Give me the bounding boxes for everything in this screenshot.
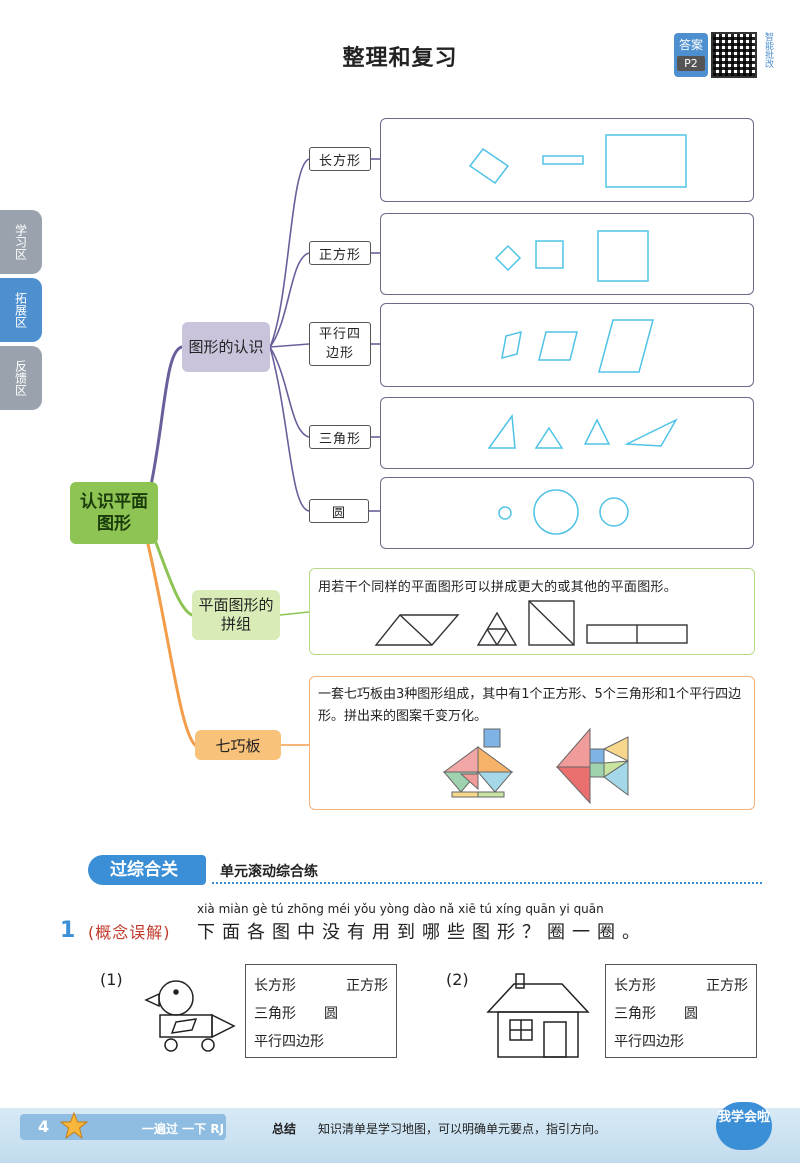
leaf-parallelogram: 平行四边形 (309, 322, 371, 366)
parallelogram-shapes-icon (501, 319, 654, 373)
option-square[interactable]: 正方形 (706, 978, 748, 994)
circle-examples (380, 477, 754, 549)
option-rectangle[interactable]: 长方形 (254, 978, 296, 994)
page-number: 4 (38, 1117, 50, 1136)
option-parallelogram[interactable]: 平行四边形 (614, 1034, 684, 1050)
question-text: 下面各图中没有用到哪些图形？圈一圈。 (197, 922, 647, 943)
answer-page: P2 (677, 56, 705, 71)
tab-study[interactable]: 学习区 (0, 210, 42, 274)
duck-figure-icon (144, 980, 236, 1052)
branch-tangram: 七巧板 (195, 730, 281, 760)
option-triangle[interactable]: 三角形 (254, 1006, 296, 1022)
footer-brand: 一遍过 一下 RJ (142, 1122, 225, 1136)
part-1-options: 长方形 正方形 三角形 圆 平行四边形 (245, 964, 397, 1058)
option-circle[interactable]: 圆 (684, 1006, 698, 1022)
circle-shapes-icon (498, 489, 629, 535)
leaf-circle: 圆 (309, 499, 369, 523)
combine-description: 用若干个同样的平面图形可以拼成更大的或其他的平面图形。 (318, 580, 678, 595)
section-badge: 过综合关 (88, 855, 206, 885)
tangram-patterns-icon (442, 727, 629, 805)
tab-feedback[interactable]: 反馈区 (0, 346, 42, 410)
side-tabs: 学习区 拓展区 反馈区 (0, 210, 42, 410)
question-tag: (概念误解) (88, 923, 171, 942)
page-title: 整理和复习 (342, 46, 458, 71)
square-shapes-icon (494, 230, 649, 282)
section-divider (212, 882, 762, 884)
answer-badge[interactable]: 答案 P2 (674, 33, 708, 77)
option-square[interactable]: 正方形 (346, 978, 388, 994)
question-pinyin: xià miàn gè tú zhōng méi yǒu yòng dào nǎ… (197, 902, 604, 916)
answer-label: 答案 (678, 38, 703, 52)
branch-combine: 平面图形的拼组 (192, 590, 280, 640)
house-figure-icon (486, 973, 590, 1058)
summary-label: 总结 (272, 1122, 297, 1136)
rectangle-shapes-icon (468, 134, 687, 188)
qr-caption: 智能批改 (763, 32, 773, 68)
option-parallelogram[interactable]: 平行四边形 (254, 1034, 324, 1050)
qr-code-icon[interactable] (711, 32, 757, 78)
square-examples (380, 213, 754, 295)
footer-tab (20, 1114, 226, 1140)
parallelogram-examples (380, 303, 754, 387)
part-2-label: (2) (446, 970, 469, 989)
tangram-description: 一套七巧板由3种图形组成，其中有1个正方形、5个三角形和1个平行四边形。拼出来的… (318, 687, 742, 724)
leaf-rectangle: 长方形 (309, 147, 371, 171)
branch-shapes: 图形的认识 (182, 322, 270, 372)
part-1-label: (1) (100, 970, 123, 989)
option-circle[interactable]: 圆 (324, 1006, 338, 1022)
option-rectangle[interactable]: 长方形 (614, 978, 656, 994)
combine-box (309, 568, 755, 655)
triangle-shapes-icon (487, 413, 678, 449)
mind-map-connectors (146, 158, 380, 747)
section-subtitle: 单元滚动综合练 (220, 864, 318, 880)
rectangle-examples (380, 118, 754, 202)
tangram-box (309, 676, 755, 810)
tab-extend[interactable]: 拓展区 (0, 278, 42, 342)
option-triangle[interactable]: 三角形 (614, 1006, 656, 1022)
learned-badge[interactable]: 我学会啦 (716, 1102, 772, 1150)
part-2-options: 长方形 正方形 三角形 圆 平行四边形 (605, 964, 757, 1058)
summary-text: 知识清单是学习地图，可以明确单元要点，指引方向。 (318, 1122, 607, 1136)
leaf-triangle: 三角形 (309, 425, 371, 449)
star-mascot-icon (60, 1112, 88, 1140)
question-number: 1 (60, 918, 76, 943)
triangle-examples (380, 397, 754, 469)
combine-shapes-icon (374, 600, 688, 646)
mind-map-root: 认识平面图形 (70, 482, 158, 544)
leaf-square: 正方形 (309, 241, 371, 265)
